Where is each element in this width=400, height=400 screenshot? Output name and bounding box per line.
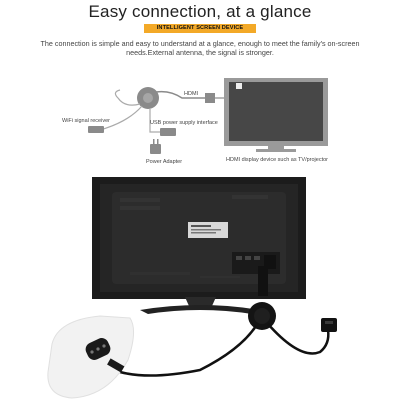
usb-interface-label: USB power supply interface [150,120,218,126]
headline: Easy connection, at a glance [88,2,312,21]
description: The connection is simple and easy to und… [40,39,360,57]
usb-female-connector [321,318,337,332]
usb-connector-icon [160,128,176,136]
connection-diagram [88,78,328,154]
wifi-receiver-label: WiFi signal receiver [62,118,110,124]
tv-back [92,177,306,299]
tv-display-icon [224,78,328,152]
display-device-label: HDMI display device such as TV/projector [226,157,328,163]
wifi-receiver-icon [88,126,104,133]
subtitle-banner: INTELLIGENT SCREEN DEVICE [144,24,256,33]
tv-stand [140,297,260,314]
power-bank [47,315,134,399]
hdmi-connector-icon [205,93,215,103]
power-adapter-icon [150,139,161,154]
hdmi-label: HDMI [184,91,199,97]
dongle-on-tv [248,266,276,330]
dongle-icon [137,87,159,109]
power-adapter-label: Power Adapter [146,159,183,165]
